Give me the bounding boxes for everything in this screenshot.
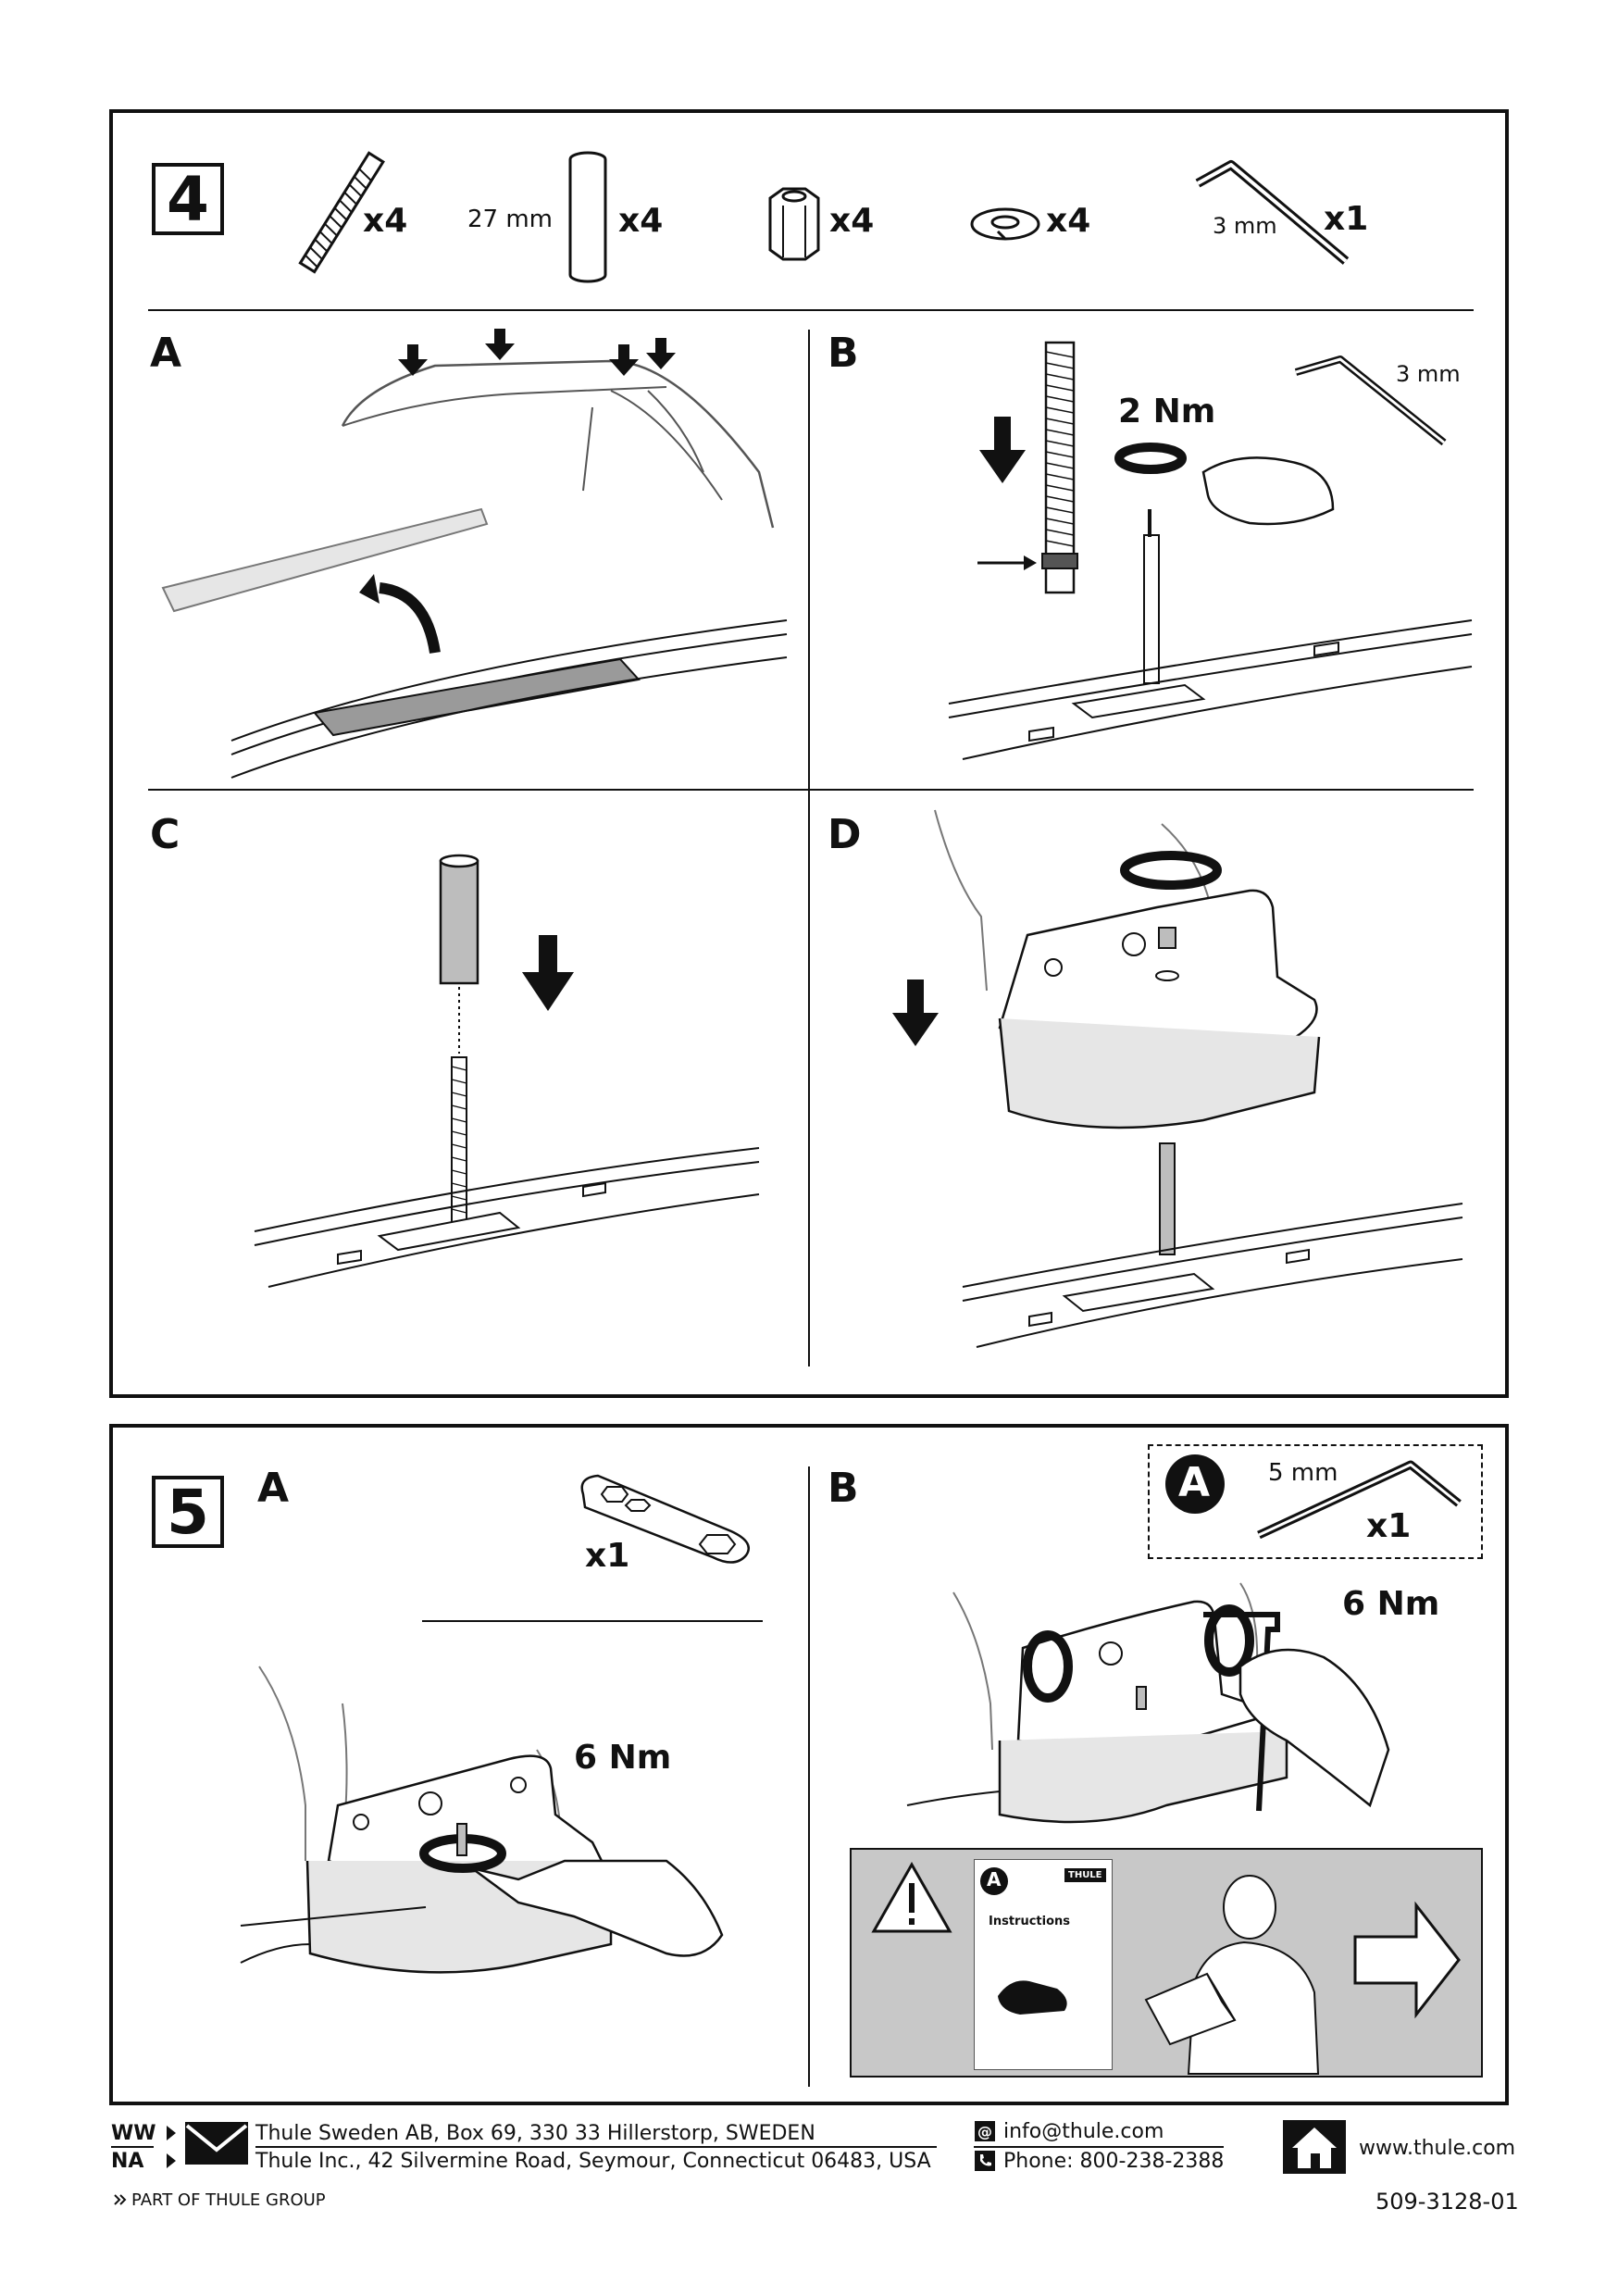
- panel-4b-letter: B: [828, 330, 859, 377]
- badge-a-icon: [1165, 1454, 1225, 1514]
- panel-4b-illustration: [948, 341, 1473, 760]
- step-5-number: 5: [152, 1476, 224, 1548]
- footer-website[interactable]: www.thule.com: [1359, 2137, 1516, 2160]
- footer-region-na: NA: [111, 2150, 144, 2173]
- panel-5b-letter: B: [828, 1465, 859, 1512]
- booklet-product-icon: [998, 1980, 1067, 2015]
- panel-5b-illustration: [906, 1582, 1390, 1824]
- panel-4c-letter: C: [150, 811, 180, 858]
- step-5-vertical-divider: [808, 1466, 810, 2087]
- panel-5a-separator: [422, 1620, 763, 1622]
- footer-contact-underline: [974, 2146, 1224, 2148]
- booklet-badge-letter: A: [987, 1868, 1002, 1890]
- footer-region-ww: WW: [111, 2122, 156, 2145]
- step-4-number: 4: [152, 163, 224, 235]
- footer-phone: Phone: 800-238-2388: [1003, 2150, 1225, 2173]
- allen-key-icon: [1195, 160, 1350, 265]
- panel-5b-tool-size: 5 mm: [1268, 1459, 1338, 1487]
- allen-key-5mm-icon: [1257, 1460, 1462, 1540]
- step-4-vertical-divider: [808, 330, 810, 1366]
- footer-region-underline: [111, 2146, 154, 2148]
- panel-4c-illustration: [254, 854, 760, 1288]
- person-reading-icon: [1144, 1875, 1320, 2075]
- panel-4a-letter: A: [150, 330, 182, 377]
- svg-text:@: @: [977, 2123, 992, 2140]
- spanner-wrench-icon: [580, 1474, 750, 1564]
- threaded-rod-icon: [298, 151, 385, 274]
- footer-address-underline: [255, 2146, 937, 2148]
- panel-4d-letter: D: [828, 811, 862, 858]
- panel-4b-torque: 2 Nm: [1118, 393, 1216, 430]
- step-4-horizontal-divider: [148, 789, 1474, 791]
- part-1-qty: x4: [363, 202, 408, 240]
- part-2-size: 27 mm: [467, 206, 554, 233]
- footer-address-na: Thule Inc., 42 Silvermine Road, Seymour,…: [255, 2150, 931, 2173]
- panel-5a-torque: 6 Nm: [574, 1739, 672, 1777]
- phone-icon: [975, 2151, 995, 2171]
- part-5-size: 3 mm: [1213, 213, 1277, 239]
- panel-5a-illustration: [240, 1666, 724, 1974]
- footer-email[interactable]: info@thule.com: [1003, 2120, 1164, 2143]
- warning-icon: [871, 1861, 952, 1933]
- double-chevron-icon: [114, 2194, 127, 2205]
- tool-callout-box: [1148, 1444, 1483, 1559]
- panel-5b-badge-letter: A: [1178, 1459, 1211, 1506]
- panel-5a-letter: A: [257, 1465, 290, 1512]
- step-4-parts-divider: [148, 309, 1474, 311]
- step-5-frame: [109, 1424, 1509, 2105]
- right-arrow-icon: [1353, 1901, 1461, 2019]
- part-4-qty: x4: [1046, 202, 1091, 240]
- part-2-qty: x4: [618, 202, 664, 240]
- panel-5b-torque: 6 Nm: [1342, 1585, 1440, 1623]
- footer-region-arrows: [167, 2126, 176, 2168]
- panel-5a-tool-qty: x1: [585, 1537, 630, 1575]
- panel-4b-tool-size: 3 mm: [1396, 361, 1461, 387]
- home-icon: [1283, 2120, 1346, 2174]
- car-roof-illustration: [161, 329, 788, 779]
- step-4-frame: [109, 109, 1509, 1398]
- panel-4d-illustration: [892, 809, 1463, 1348]
- email-icon: @: [975, 2121, 995, 2141]
- hex-nut-icon: [768, 187, 820, 261]
- lock-washer-icon: [970, 207, 1040, 241]
- mail-icon: [185, 2122, 248, 2165]
- footer-address-ww: Thule Sweden AB, Box 69, 330 33 Hillerst…: [255, 2122, 815, 2145]
- footer-group: PART OF THULE GROUP: [131, 2190, 326, 2210]
- booklet-brand-logo: THULE: [1064, 1868, 1106, 1882]
- booklet-badge-a-icon: [980, 1867, 1008, 1895]
- footer-doc-number: 509-3128-01: [1375, 2189, 1519, 2215]
- part-5-qty: x1: [1324, 200, 1369, 238]
- part-3-qty: x4: [829, 202, 875, 240]
- panel-5b-tool-qty: x1: [1366, 1507, 1412, 1545]
- spacer-tube-icon: [568, 151, 607, 283]
- booklet-title: Instructions: [989, 1915, 1071, 1928]
